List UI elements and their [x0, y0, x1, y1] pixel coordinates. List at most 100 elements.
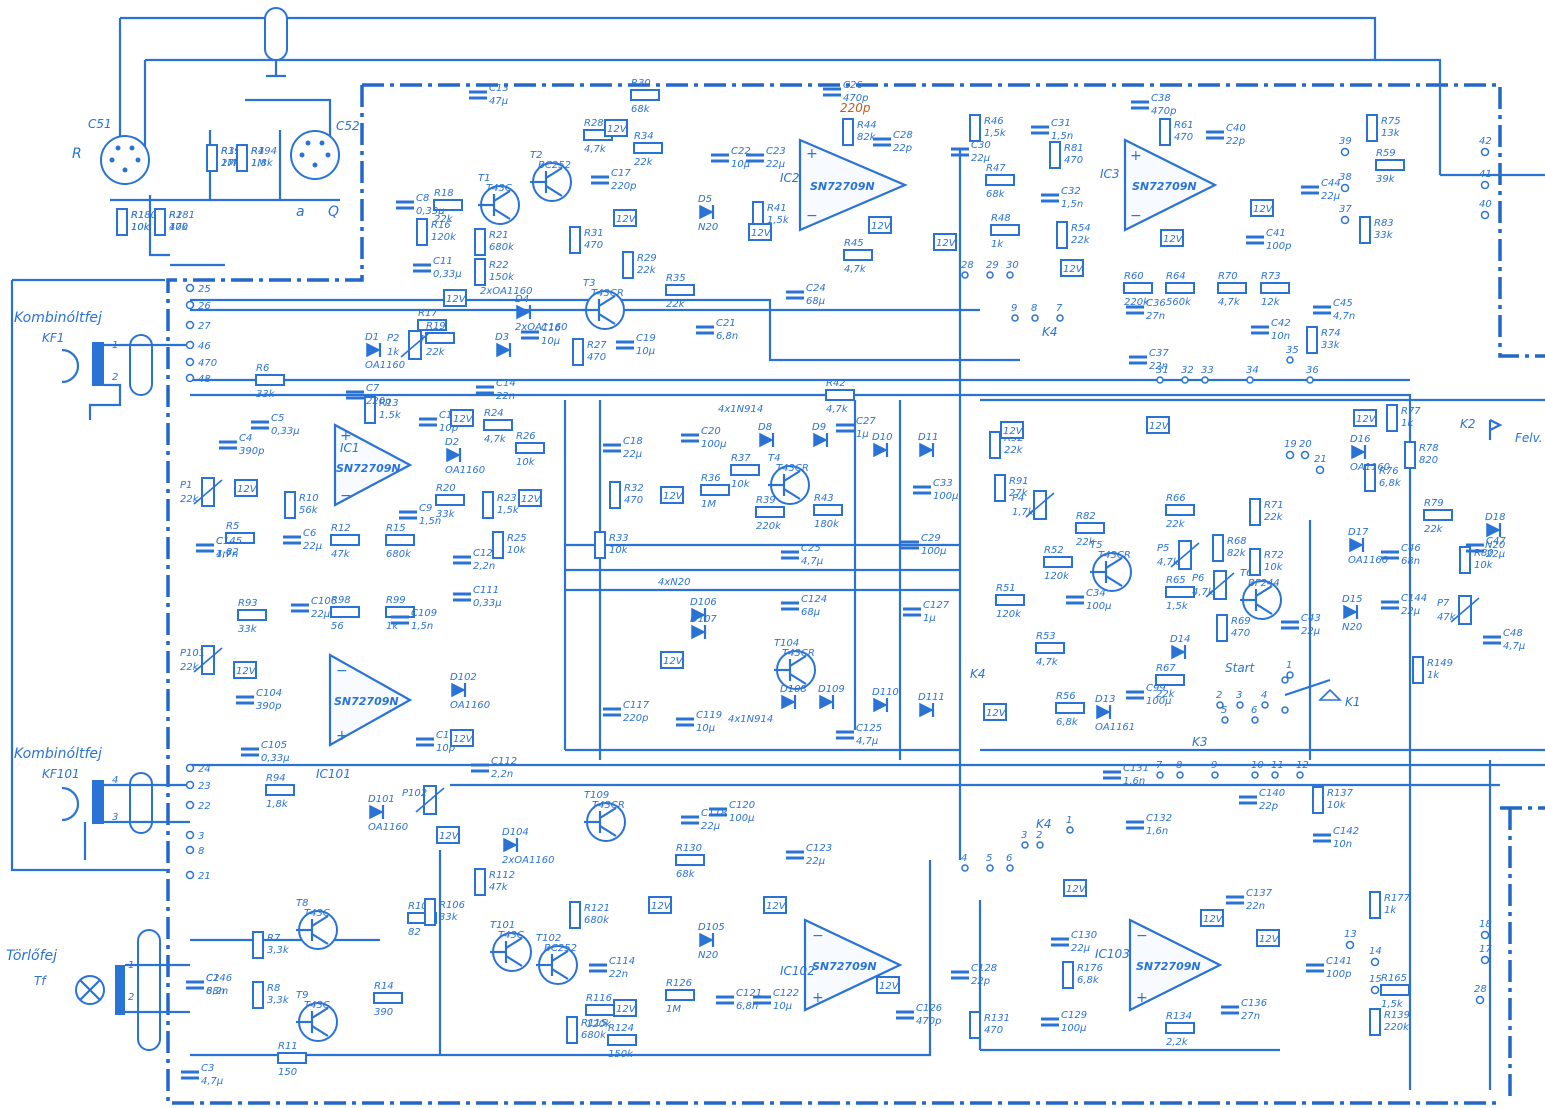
supply-rail-marker: 12V	[748, 223, 772, 241]
k3-contact-4: 4	[1261, 690, 1269, 709]
k3-contact-6: 6	[1251, 705, 1259, 724]
resistor-ref: R7	[267, 933, 281, 944]
resistor-r8: R83,3k	[252, 981, 290, 1009]
pot-value: 4,7k	[1192, 587, 1215, 598]
resistor-value: 220k	[1384, 1022, 1410, 1033]
diode-ref: D105	[698, 922, 725, 933]
contact-label: 11	[1271, 760, 1284, 771]
resistor-ref: R81	[1064, 143, 1084, 154]
resistor-ref: R70	[1218, 271, 1238, 282]
resistor-value: 1,5k	[984, 128, 1007, 139]
resistor-ref: R71	[1264, 500, 1284, 511]
capacitor-value: 22µ	[311, 609, 330, 620]
resistor-ref: R12	[331, 523, 351, 534]
capacitor-ref: C137	[1246, 888, 1273, 899]
k4-contact-30: 30	[1006, 260, 1019, 279]
capacitor-value: 4,7µ	[801, 556, 823, 567]
terminal-label: 28	[1474, 984, 1487, 995]
supply-rail-label: 12V	[751, 228, 772, 239]
supply-rail-marker: 12V	[233, 661, 257, 679]
capacitor-ref: C42	[1271, 318, 1291, 329]
capacitor-value: 6,8n	[716, 331, 738, 342]
diode-type: OA1161	[1095, 722, 1135, 733]
resistor-ref: R66	[1166, 493, 1186, 504]
connector-c51-label: C51	[88, 117, 112, 131]
resistor-value: 220k	[756, 521, 782, 532]
capacitor-ref: C33	[933, 478, 953, 489]
contact-label: 2	[1036, 830, 1042, 841]
resistor-value: 120k	[1044, 571, 1070, 582]
k4-contact-34: 34	[1246, 365, 1259, 384]
terminal-22: 22	[185, 800, 211, 812]
resistor-value: 1,5k	[379, 410, 402, 421]
diode-d107: D107	[690, 614, 717, 640]
resistor-value: 3,3k	[267, 995, 290, 1006]
k3-contact-1: 1	[1286, 660, 1294, 679]
supply-rail-label: 12V	[1063, 264, 1084, 275]
resistor-ref: R13	[379, 398, 399, 409]
resistor-value: 33k	[1374, 230, 1394, 241]
contact-label: 32	[1181, 365, 1194, 376]
resistor-value: 4,7k	[826, 404, 849, 415]
pcb-outline	[166, 83, 1545, 1105]
capacitor-value: 10n	[1333, 839, 1352, 850]
connector-c52-label: C52	[336, 119, 360, 133]
resistor-value: 10k	[131, 222, 151, 233]
capacitor-value: 22p	[971, 976, 990, 987]
terminal-label: 22	[198, 801, 211, 812]
resistor-ref: R56	[1056, 691, 1076, 702]
capacitor-ref: C126	[916, 1003, 942, 1014]
k4-lower-contact-6: 6	[1006, 853, 1014, 872]
resistor-ref: R131	[984, 1013, 1010, 1024]
terminal-24: 24	[185, 763, 211, 775]
terminal-27: 27	[185, 320, 211, 332]
terminal-19: 19	[1284, 439, 1297, 460]
diode-group-label: 4x1N914	[728, 714, 773, 725]
k4-lower-contact-11: 11	[1271, 760, 1284, 779]
capacitor-value: 10p	[436, 743, 455, 754]
resistor-ref: R53	[1036, 631, 1056, 642]
diode-type: OA1160	[1348, 555, 1388, 566]
contact-label: 8	[1031, 303, 1037, 314]
resistor-ref: R60	[1124, 271, 1144, 282]
capacitor-ref: C40	[1226, 123, 1246, 134]
resistor-ref: R29	[637, 253, 657, 264]
capacitor-c8: C80,33µ	[396, 193, 445, 217]
diode-d14: D14	[1170, 634, 1190, 660]
resistor-ref: R94	[266, 773, 286, 784]
transistor-ref: T1	[478, 173, 490, 184]
resistor-ref: R25	[507, 533, 527, 544]
diode-type: 2xOA1160	[515, 322, 567, 333]
supply-rail-label: 12V	[1253, 204, 1274, 215]
terminal-label: 19	[1284, 439, 1297, 450]
switch-k1: K1 Start	[1225, 661, 1361, 714]
contact-label: 7	[1156, 760, 1163, 771]
capacitor-ref: C114	[609, 956, 635, 967]
capacitor-value: 10µ	[773, 1001, 792, 1012]
